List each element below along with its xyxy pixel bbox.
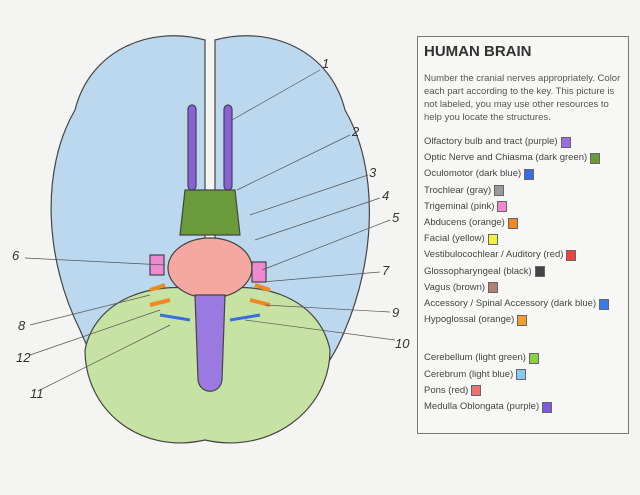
color-swatch <box>497 201 508 213</box>
label-11: 11 <box>30 386 44 401</box>
label-3: 3 <box>369 165 377 180</box>
color-swatch <box>542 401 553 413</box>
medulla <box>194 294 226 392</box>
nerve-list: Olfactory bulb and tract (purple) Optic N… <box>424 134 622 328</box>
olfactory-right <box>223 104 233 191</box>
olfactory-left <box>187 104 197 191</box>
color-swatch <box>524 169 535 180</box>
label-1: 1 <box>322 56 330 71</box>
key-item-label: Facial (yellow) <box>424 233 485 245</box>
color-swatch <box>528 353 539 365</box>
key-item: Glossopharyngeal (black) <box>424 264 622 280</box>
label-4: 4 <box>382 188 390 203</box>
label-6: 6 <box>12 248 20 263</box>
key-item-label: Glossopharyngeal (black) <box>424 265 532 277</box>
key-item: Hypoglossal (orange) <box>424 312 622 328</box>
key-item: Medulla Oblongata (purple) <box>424 399 622 415</box>
label-8: 8 <box>18 318 26 333</box>
brain-diagram <box>24 35 396 444</box>
label-7: 7 <box>382 263 390 278</box>
label-9: 9 <box>392 305 400 320</box>
key-item: Trigeminal (pink) <box>424 199 622 215</box>
color-swatch <box>590 152 601 164</box>
color-swatch <box>517 314 528 326</box>
key-item: Vagus (brown) <box>424 280 622 296</box>
key-item: Cerebrum (light blue) <box>424 367 622 383</box>
key-item-label: Olfactory bulb and tract (purple) <box>424 136 558 147</box>
key-item-label: Abducens (orange) <box>424 217 505 229</box>
key-item-label: Trigeminal (pink) <box>424 200 495 212</box>
key-item-label: Vagus (brown) <box>424 281 486 293</box>
part-list: Cerebellum (light green) Cerebrum (light … <box>424 350 622 415</box>
key-item-label: Trochlear (gray) <box>424 184 492 196</box>
color-swatch <box>494 185 505 197</box>
color-swatch <box>488 282 499 294</box>
label-2: 2 <box>352 124 360 139</box>
key-item-label: Vestibulocochlear / Auditory (red) <box>424 249 564 261</box>
key-item-label: Pons (red) <box>424 384 469 396</box>
key-item-label: Cerebellum (light green) <box>424 352 526 364</box>
label-12: 12 <box>16 350 31 365</box>
key-title: HUMAN BRAIN <box>424 43 532 60</box>
color-swatch <box>471 385 482 397</box>
key-item-label: Hypoglossal (orange) <box>424 314 515 326</box>
key-item-label: Oculomotor (dark blue) <box>424 168 522 180</box>
key-item-label: Medulla Oblongata (purple) <box>424 401 540 413</box>
color-swatch <box>599 298 610 310</box>
color-swatch <box>534 266 545 278</box>
color-swatch <box>566 250 577 262</box>
color-swatch <box>560 136 571 148</box>
color-swatch <box>487 233 498 245</box>
key-item-label: Optic Nerve and Chiasma (dark green) <box>424 152 588 164</box>
key-item: Abducens (orange) <box>424 215 622 231</box>
key-item: Oculomotor (dark blue) <box>424 166 622 182</box>
key-item-label: Accessory / Spinal Accessory (dark blue) <box>424 298 597 310</box>
color-key-panel: HUMAN BRAIN Number the cranial nerves ap… <box>417 36 629 434</box>
key-item: Trochlear (gray) <box>424 183 622 199</box>
color-swatch <box>516 369 527 381</box>
key-item: Vestibulocochlear / Auditory (red) <box>424 247 622 263</box>
label-5: 5 <box>392 210 400 225</box>
key-item: Pons (red) <box>424 383 622 399</box>
optic-chiasma <box>179 189 241 236</box>
key-item: Facial (yellow) <box>424 231 622 247</box>
key-item: Optic Nerve and Chiasma (dark green) <box>424 150 622 166</box>
key-item: Accessory / Spinal Accessory (dark blue) <box>424 296 622 312</box>
color-swatch <box>507 217 518 229</box>
key-item: Olfactory bulb and tract (purple) <box>424 134 622 150</box>
key-item: Cerebellum (light green) <box>424 350 622 366</box>
pons <box>167 237 253 299</box>
instructions: Number the cranial nerves appropriately.… <box>424 73 621 123</box>
key-item-label: Cerebrum (light blue) <box>424 368 514 380</box>
label-10: 10 <box>395 336 410 351</box>
